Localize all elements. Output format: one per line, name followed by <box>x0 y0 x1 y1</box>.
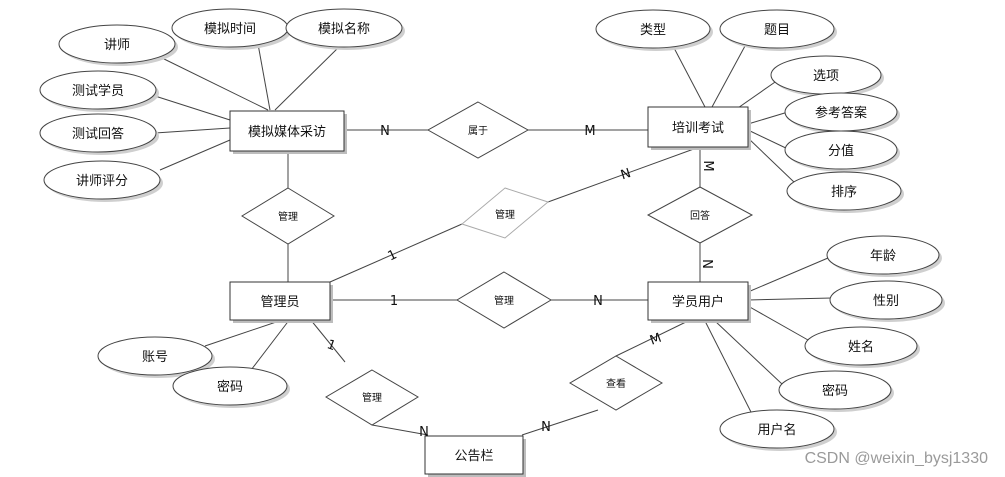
attribute-score[interactable]: 分值 <box>784 130 900 172</box>
cardinality-answer-exam: M <box>700 160 715 171</box>
attribute-sim-name[interactable]: 模拟名称 <box>285 8 405 50</box>
attribute-lecturer[interactable]: 讲师 <box>58 24 178 66</box>
attribute-student-password[interactable]: 密码 <box>778 370 894 412</box>
relation-manage-student[interactable]: 管理 <box>456 271 552 329</box>
relation-answer[interactable]: 回答 <box>646 186 754 244</box>
attribute-label: 题目 <box>764 23 790 38</box>
attribute-username[interactable]: 用户名 <box>719 409 837 451</box>
attributes-student: 年龄 性别 姓名 密码 用户名 <box>719 235 945 451</box>
entity-label: 模拟媒体采访 <box>248 125 326 140</box>
attributes-admin: 账号 密码 <box>97 336 290 408</box>
cardinality-view-student: M <box>648 331 664 349</box>
attribute-sim-time[interactable]: 模拟时间 <box>171 8 291 50</box>
relation-label: 管理 <box>278 210 298 223</box>
connector-lines <box>154 43 833 436</box>
relation-label: 管理 <box>362 391 382 404</box>
attribute-type[interactable]: 类型 <box>595 9 713 51</box>
cardinality-labels: N M 1 N M N 1 N 1 N N M <box>325 124 715 440</box>
cardinality-belongs-left: N <box>380 124 390 139</box>
attributes-interview: 讲师 模拟时间 模拟名称 测试学员 测试回答 讲师评分 <box>39 8 405 202</box>
cardinality-view-board: N <box>541 420 551 435</box>
relation-label: 属于 <box>468 125 488 137</box>
cardinality-manage-board-board: N <box>419 425 429 440</box>
relation-label: 回答 <box>690 209 710 222</box>
attribute-test-student[interactable]: 测试学员 <box>39 70 159 112</box>
entity-exam[interactable]: 培训考试 <box>647 106 751 150</box>
attribute-label: 模拟时间 <box>204 22 256 37</box>
attribute-label: 类型 <box>640 23 666 38</box>
relation-label: 管理 <box>495 208 515 221</box>
attribute-label: 测试学员 <box>72 83 124 99</box>
cardinality-manage-exam-admin: 1 <box>386 247 400 264</box>
attribute-label: 选项 <box>813 69 839 84</box>
entity-student[interactable]: 学员用户 <box>647 281 751 323</box>
attribute-label: 密码 <box>822 383 848 399</box>
attribute-label: 模拟名称 <box>318 21 370 37</box>
cardinality-manage-student-student: N <box>593 294 603 309</box>
cardinality-manage-exam-exam: N <box>619 166 633 183</box>
attribute-options[interactable]: 选项 <box>770 55 884 97</box>
attribute-label: 分值 <box>828 143 854 159</box>
relation-manage-interview[interactable]: 管理 <box>241 187 335 245</box>
relation-label: 查看 <box>606 377 626 390</box>
attribute-label: 性别 <box>873 294 899 309</box>
attribute-question[interactable]: 题目 <box>719 9 837 51</box>
entity-label: 管理员 <box>260 295 299 310</box>
attribute-test-answer[interactable]: 测试回答 <box>39 113 159 155</box>
watermark-text: CSDN @weixin_bysj1330 <box>805 450 989 467</box>
attribute-label: 用户名 <box>757 422 796 438</box>
attribute-name[interactable]: 姓名 <box>804 326 920 368</box>
attribute-label: 参考答案 <box>815 105 867 121</box>
entity-interview[interactable]: 模拟媒体采访 <box>229 110 347 154</box>
attribute-label: 测试回答 <box>72 126 124 142</box>
entity-board[interactable]: 公告栏 <box>424 435 526 477</box>
entity-label: 培训考试 <box>672 120 724 136</box>
attribute-admin-password[interactable]: 密码 <box>172 366 290 408</box>
attribute-gender[interactable]: 性别 <box>829 280 945 322</box>
attribute-account[interactable]: 账号 <box>97 336 215 378</box>
attributes-exam: 类型 题目 选项 参考答案 分值 排序 <box>595 9 904 213</box>
attribute-reference-answer[interactable]: 参考答案 <box>784 92 900 134</box>
attribute-sort[interactable]: 排序 <box>786 171 904 213</box>
entity-label: 公告栏 <box>454 449 493 464</box>
cardinality-belongs-right: M <box>584 124 595 139</box>
entity-label: 学员用户 <box>672 294 724 310</box>
relation-manage-board[interactable]: 管理 <box>325 369 419 426</box>
cardinality-answer-student: N <box>699 259 714 269</box>
relation-view[interactable]: 查看 <box>569 355 663 411</box>
attribute-label: 讲师评分 <box>76 174 128 189</box>
entity-admin[interactable]: 管理员 <box>229 281 333 323</box>
relation-manage-exam[interactable]: 管理 <box>460 187 550 239</box>
attribute-label: 密码 <box>217 379 243 395</box>
attribute-label: 讲师 <box>104 38 130 53</box>
relation-label: 管理 <box>494 294 514 307</box>
attribute-label: 姓名 <box>848 339 874 355</box>
cardinality-manage-student-admin: 1 <box>390 294 398 309</box>
attribute-label: 排序 <box>831 185 857 200</box>
attribute-lecturer-score[interactable]: 讲师评分 <box>43 160 163 202</box>
attribute-age[interactable]: 年龄 <box>826 235 942 277</box>
attribute-label: 账号 <box>142 350 168 365</box>
attribute-label: 年龄 <box>870 249 896 264</box>
relation-belongs[interactable]: 属于 <box>426 101 530 159</box>
